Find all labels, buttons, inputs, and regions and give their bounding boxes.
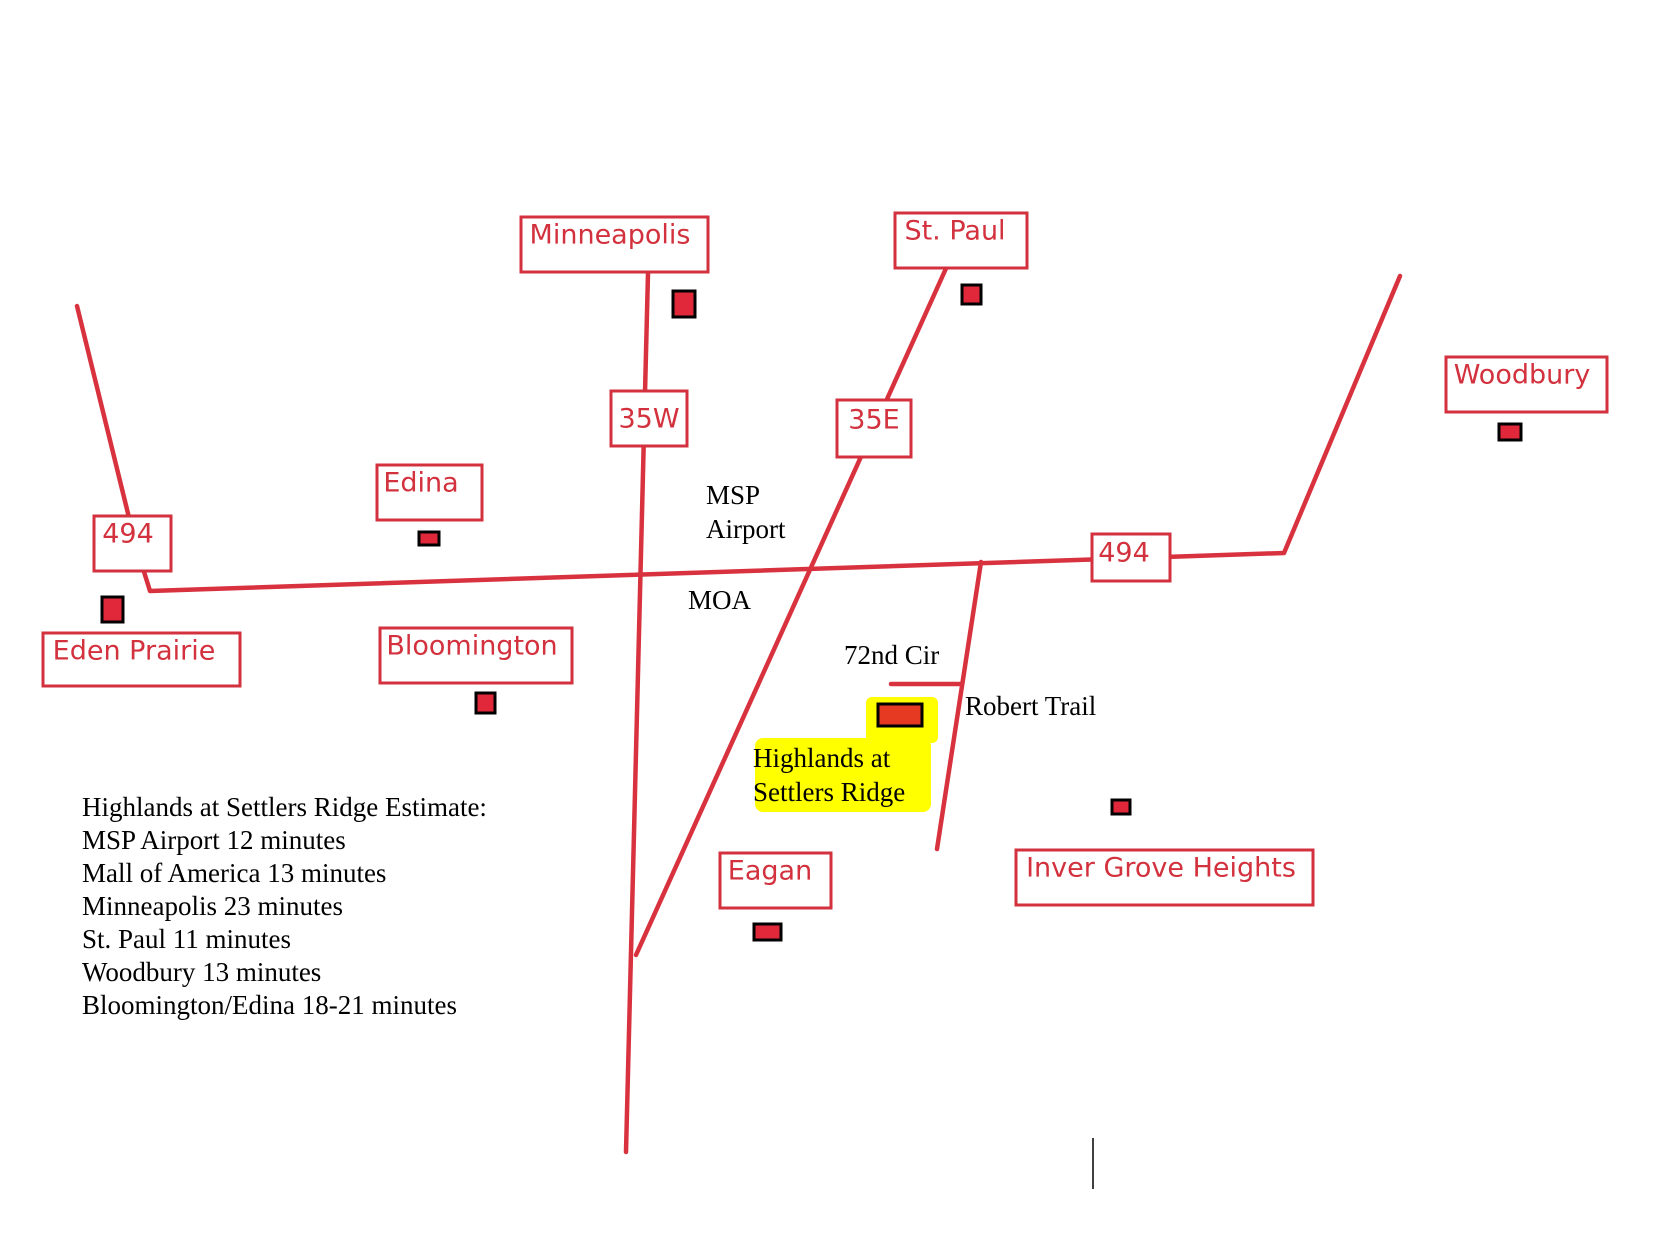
marker-inver-grove-heights [1110,798,1132,816]
marker-eagan [752,922,783,942]
city-woodbury: Woodbury [1444,355,1609,414]
marker-edina [417,530,441,547]
moa-label: MOA [688,585,752,615]
highlight-box [755,738,931,812]
road-494 [74,273,1403,594]
estimate-line: MSP Airport 12 minutes [82,825,346,855]
marker-st-paul [960,283,983,306]
shield-35e: 35E [835,398,913,459]
msp-airport-label-line1: MSP [706,480,760,510]
shield-494-east-label: 494 [1098,538,1150,569]
city-bloomington-label: Bloomington [386,631,557,662]
city-eden-prairie-label: Eden Prairie [53,636,216,667]
city-st-paul-label: St. Paul [904,216,1005,247]
highlight-label-line1: Highlands at [753,743,891,773]
marker-bloomington [474,691,497,715]
road-robert-trail [934,559,984,852]
city-eagan-label: Eagan [728,856,812,887]
estimate-line: Minneapolis 23 minutes [82,891,343,921]
city-eagan: Eagan [718,851,833,910]
estimate-line: Woodbury 13 minutes [82,957,321,987]
city-eden-prairie: Eden Prairie [41,631,242,688]
roads-layer [74,261,1403,1189]
city-bloomington: Bloomington [378,626,574,685]
marker-woodbury [1497,422,1523,442]
city-inver-grove-heights-label: Inver Grove Heights [1026,853,1296,884]
city-minneapolis: Minneapolis [519,215,710,274]
shield-35e-label: 35E [848,405,899,436]
city-woodbury-label: Woodbury [1454,360,1591,391]
marker-minneapolis [671,289,697,319]
marker-eden-prairie [100,595,125,624]
msp-airport-label-line2: Airport [706,514,786,544]
shield-35w-label: 35W [618,404,679,435]
estimate-line: Mall of America 13 minutes [82,858,386,888]
shield-494-west: 494 [92,514,173,573]
markers-layer [100,283,1523,942]
shield-35w: 35W [609,389,689,448]
city-edina: Edina [375,463,484,522]
highlight-label-line2: Settlers Ridge [753,777,905,807]
city-inver-grove-heights: Inver Grove Heights [1014,848,1315,907]
estimate-line: St. Paul 11 minutes [82,924,291,954]
shield-494-east: 494 [1090,532,1172,583]
street-72nd-cir-label: 72nd Cir [844,640,939,670]
city-edina-label: Edina [383,468,458,499]
destination-highlight: Highlands at Settlers Ridge [753,697,938,812]
road-35e [633,261,951,958]
shield-494-west-label: 494 [102,519,154,550]
destination-marker [876,702,924,728]
estimate-title: Highlands at Settlers Ridge Estimate: [82,792,487,822]
estimate-line: Bloomington/Edina 18-21 minutes [82,990,457,1020]
city-st-paul: St. Paul [893,211,1029,270]
city-minneapolis-label: Minneapolis [530,220,691,251]
estimate-note: Highlands at Settlers Ridge Estimate: MS… [82,792,487,1020]
robert-trail-label: Robert Trail [965,691,1096,721]
